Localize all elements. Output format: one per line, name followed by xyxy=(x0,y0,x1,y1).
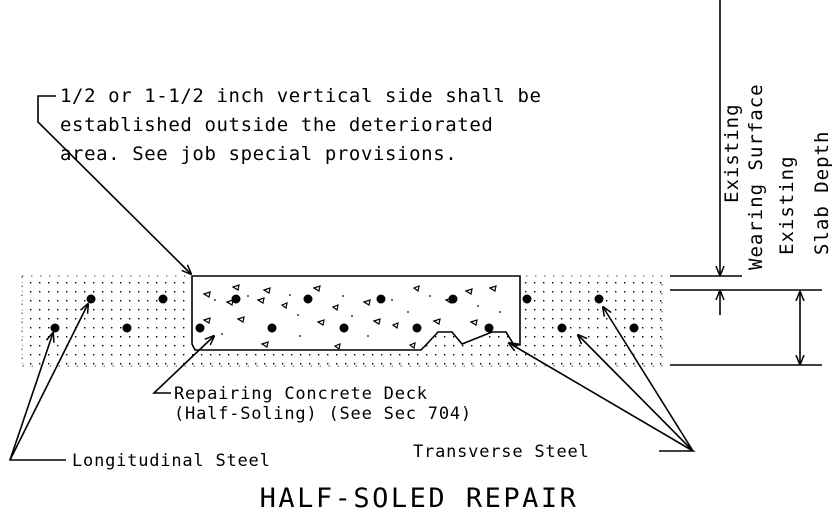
note-line-2: established outside the deteriorated xyxy=(60,114,493,136)
dimension-lines xyxy=(670,0,822,366)
transverse-leader-arrow-2 xyxy=(578,335,694,452)
slab-depth-label-line-1: Existing xyxy=(776,155,798,255)
note-leader-arrow xyxy=(37,95,191,274)
note-line-3: area. See job special provisions. xyxy=(60,143,457,165)
transverse-leader-arrow-3 xyxy=(603,307,694,452)
repair-patch xyxy=(191,275,521,351)
repair-label-line-2: (Half-Soling) (See Sec 704) xyxy=(174,404,472,424)
longitudinal-steel-label: Longitudinal Steel xyxy=(72,451,271,471)
repair-label-line-1: Repairing Concrete Deck xyxy=(174,384,428,404)
note-line-1: 1/2 or 1-1/2 inch vertical side shall be xyxy=(60,85,542,107)
lower-steel-bars xyxy=(50,323,639,333)
wearing-surface-label-line-2: Wearing Surface xyxy=(745,83,767,270)
diagram-title: HALF-SOLED REPAIR xyxy=(260,483,579,514)
aggregate-stones xyxy=(202,284,497,351)
upper-steel-bars xyxy=(86,294,604,304)
repair-leader-arrow xyxy=(151,336,214,394)
longitudinal-leader-arrow-2 xyxy=(9,304,88,461)
patch-speckles xyxy=(214,294,501,337)
slab-depth-label-line-2: Slab Depth xyxy=(811,131,833,255)
wearing-surface-label-line-1: Existing xyxy=(721,103,743,203)
transverse-steel-label: Transverse Steel xyxy=(413,442,590,462)
